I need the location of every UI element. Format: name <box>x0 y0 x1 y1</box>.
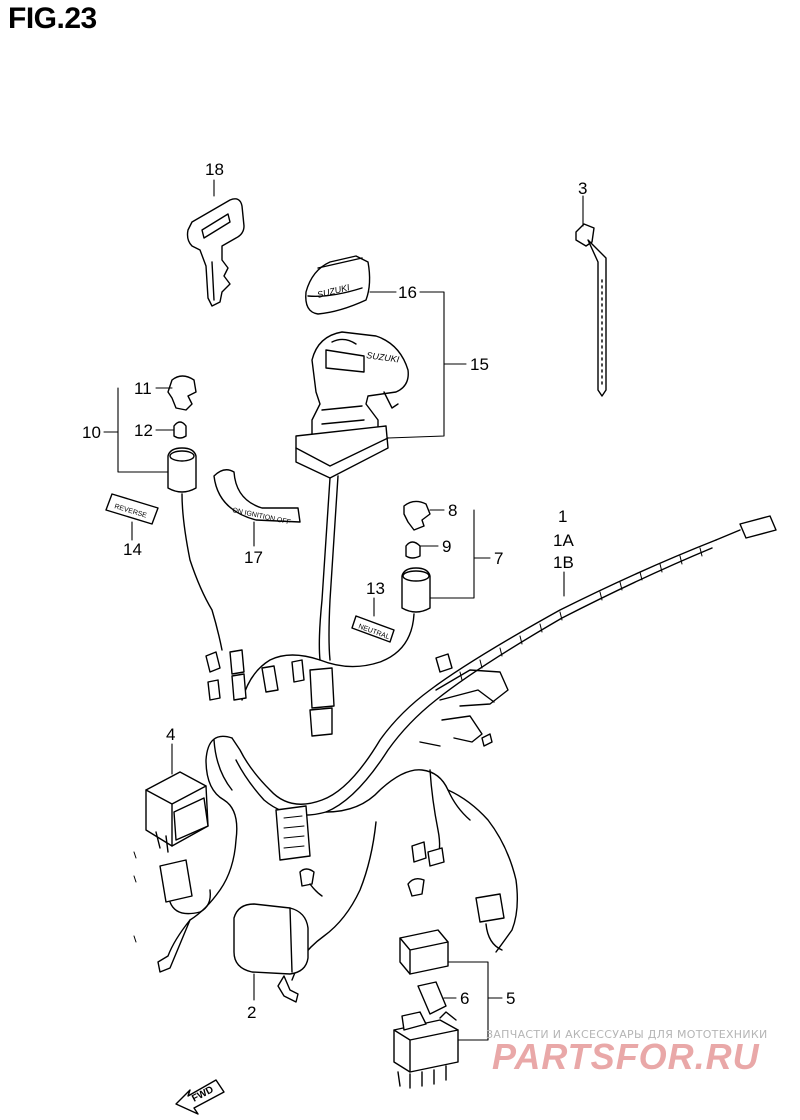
callout-2: 2 <box>247 1003 257 1022</box>
key-cover-part-16: SUZUKI <box>305 255 371 315</box>
relay-part-4 <box>145 771 209 853</box>
callout-3: 3 <box>578 179 588 198</box>
callout-7: 7 <box>494 549 504 568</box>
callout-13: 13 <box>366 579 385 598</box>
reverse-label-part-14: REVERSE <box>105 493 159 525</box>
ignition-label-part-17: ON IGNITION OFF <box>213 469 301 526</box>
switch-brand-text: SUZUKI <box>366 350 401 365</box>
callout-6: 6 <box>460 989 470 1008</box>
ignition-switch-part-15: SUZUKI <box>295 331 409 479</box>
callout-1b: 1B <box>553 553 574 572</box>
callout-1a: 1A <box>553 531 574 550</box>
callout-4: 4 <box>166 725 176 744</box>
callout-12: 12 <box>134 421 153 440</box>
reference-dashes <box>133 851 137 943</box>
callout-11: 11 <box>134 379 152 398</box>
callout-16: 16 <box>398 283 417 302</box>
callout-5: 5 <box>506 989 516 1008</box>
figure-title: FIG.23 <box>8 2 97 35</box>
indicator-lamp-part-10 <box>167 375 197 493</box>
watermark-tagline: ЗАПЧАСТИ И АКСЕССУАРЫ ДЛЯ МОТОТЕХНИКИ <box>486 1028 768 1041</box>
ignition-key-part-18 <box>186 198 245 307</box>
callout-9: 9 <box>442 537 452 556</box>
callout-15: 15 <box>470 355 489 374</box>
neutral-label-part-13: NEUTRAL <box>351 615 395 643</box>
watermark-logo: PARTSFOR.RU <box>492 1036 760 1077</box>
callout-18: 18 <box>205 160 224 179</box>
callout-8: 8 <box>448 501 458 520</box>
control-unit-part-2 <box>233 903 309 1003</box>
callout-10: 10 <box>82 423 101 442</box>
forward-arrow-icon: FWD <box>175 1079 225 1115</box>
callout-1: 1 <box>558 507 568 526</box>
leader-lines <box>103 179 584 1041</box>
cable-tie-part-3 <box>575 223 607 397</box>
relay-part-5 <box>393 929 459 1089</box>
indicator-lamp-part-7 <box>401 500 431 613</box>
callout-14: 14 <box>123 540 142 559</box>
callout-17: 17 <box>244 548 263 567</box>
wiring-harness-part-1 <box>157 475 777 981</box>
